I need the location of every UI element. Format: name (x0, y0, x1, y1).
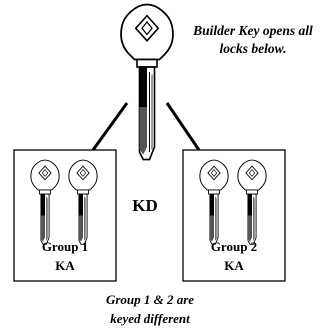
connector-left (91, 102, 129, 151)
builder-note-line2: locks below. (219, 41, 287, 56)
group1-type: KA (55, 258, 75, 273)
connector-right (165, 102, 201, 151)
builder-key-icon (120, 3, 174, 161)
builder-key-note: Builder Key opens all locks below. (178, 22, 328, 58)
group2-label: Group 2 KA (183, 237, 285, 275)
bottom-note-line1: Group 1 & 2 are (105, 292, 195, 307)
bottom-note: Group 1 & 2 are keyed different (60, 290, 240, 328)
group2-name: Group 2 (210, 239, 258, 254)
bottom-note-line2: keyed different (110, 311, 190, 326)
group2-type: KA (224, 258, 244, 273)
builder-note-line1: Builder Key opens all (193, 23, 313, 38)
group1-name: Group 1 (41, 239, 89, 254)
kd-label: KD (132, 196, 158, 215)
group1-label: Group 1 KA (14, 237, 116, 275)
